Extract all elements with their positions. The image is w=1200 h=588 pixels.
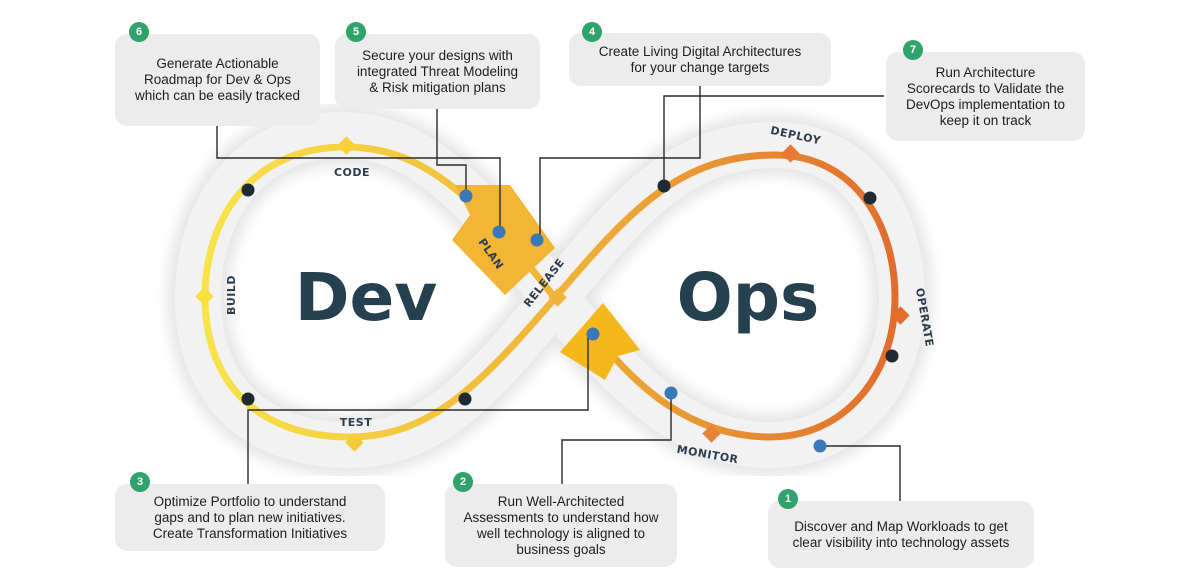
stage-code-label: CODE	[334, 166, 370, 179]
ops-title: Ops	[677, 259, 820, 336]
blue-nodes	[459, 189, 827, 453]
callout-4: Create Living Digital Architectures for …	[569, 33, 831, 86]
callout-2-text: Run Well-Architected Assessments to unde…	[463, 493, 659, 557]
callout-7: Run Architecture Scorecards to Validate …	[886, 52, 1085, 141]
callout-7-text: Run Architecture Scorecards to Validate …	[905, 64, 1066, 128]
callout-4-text: Create Living Digital Architectures for …	[598, 43, 802, 75]
callout-6-text: Generate Actionable Roadmap for Dev & Op…	[134, 56, 301, 103]
infinity-loop	[201, 143, 899, 441]
callout-7-badge: 7	[903, 40, 923, 60]
dev-title: Dev	[295, 259, 438, 336]
stage-test-label: TEST	[340, 416, 372, 429]
monitor-arrow	[560, 303, 640, 380]
callout-2-badge: 2	[453, 472, 473, 492]
callout-5-badge: 5	[346, 22, 366, 42]
callout-5: Secure your designs with integrated Thre…	[335, 34, 540, 109]
callout-1: Discover and Map Workloads to get clear …	[768, 501, 1034, 568]
callout-3-text: Optimize Portfolio to understand gaps an…	[152, 493, 348, 541]
callout-2: Run Well-Architected Assessments to unde…	[445, 484, 677, 567]
callout-5-text: Secure your designs with integrated Thre…	[356, 47, 519, 95]
stage-diamonds	[195, 136, 910, 452]
dark-nodes	[241, 179, 899, 406]
callout-6-badge: 6	[129, 22, 149, 42]
connector-lines	[216, 85, 901, 505]
callout-1-badge: 1	[778, 489, 798, 509]
callout-3-badge: 3	[130, 472, 150, 492]
callout-3: Optimize Portfolio to understand gaps an…	[115, 484, 385, 551]
stage-build-label: BUILD	[225, 275, 238, 315]
callout-4-badge: 4	[582, 22, 602, 42]
callout-1-text: Discover and Map Workloads to get clear …	[792, 518, 1010, 550]
plan-arrow	[452, 185, 555, 295]
callout-6: Generate Actionable Roadmap for Dev & Op…	[115, 34, 320, 126]
